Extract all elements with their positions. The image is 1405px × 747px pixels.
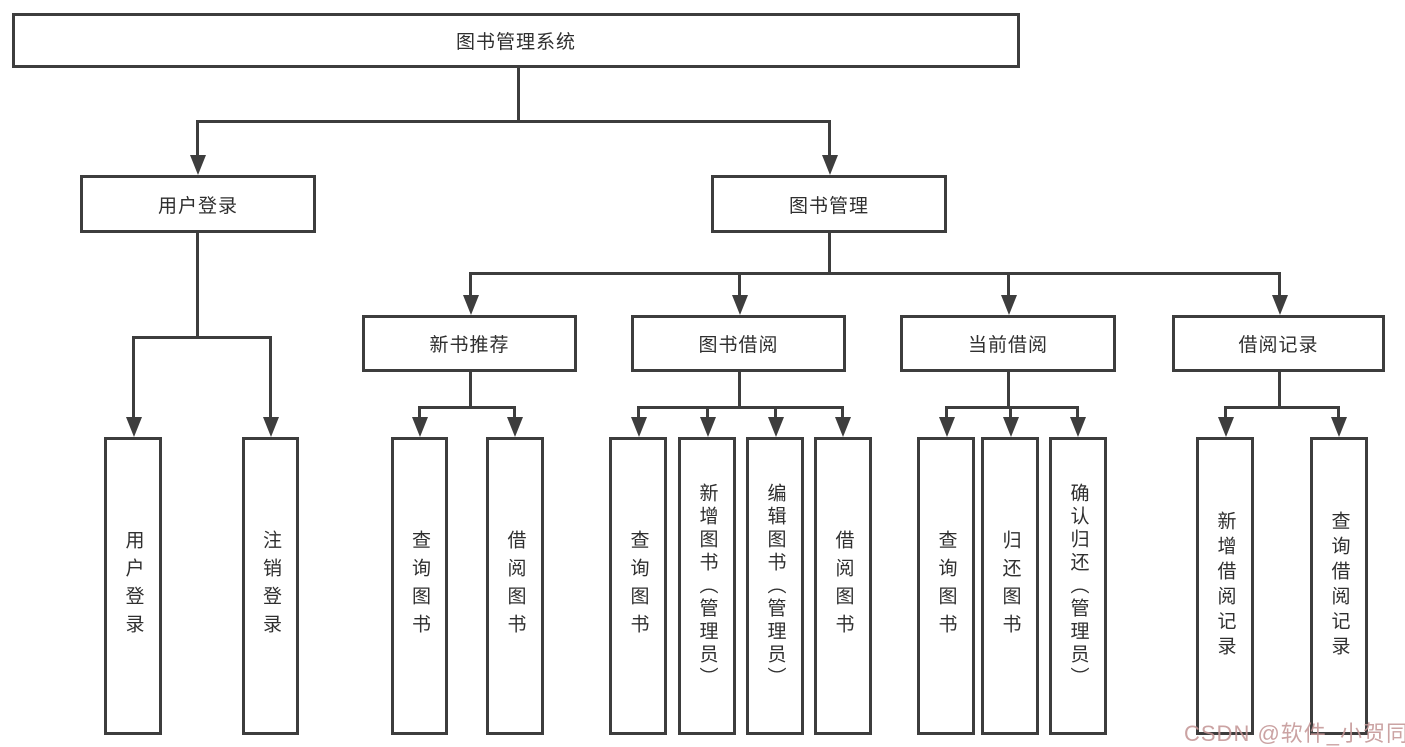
arrow-down-icon: [631, 417, 647, 437]
arrow-down-icon: [1003, 417, 1019, 437]
leaf-borrow-borrow-book: 借阅图书: [814, 437, 872, 735]
arrow-down-icon: [835, 417, 851, 437]
connector-vline: [828, 120, 831, 158]
connector-vline: [418, 406, 421, 420]
leaf-recommend-borrow-book: 借阅图书: [486, 437, 544, 735]
arrow-down-icon: [939, 417, 955, 437]
arrow-down-icon: [768, 417, 784, 437]
arrow-down-icon: [700, 417, 716, 437]
connector-hline: [469, 272, 1281, 275]
connector-hline: [196, 120, 830, 123]
connector-vline: [637, 406, 640, 420]
connector-vline: [196, 233, 199, 336]
connector-vline: [841, 406, 844, 420]
arrow-down-icon: [1331, 417, 1347, 437]
connector-vline: [738, 272, 741, 298]
node-current-borrow: 当前借阅: [900, 315, 1116, 372]
arrow-down-icon: [1070, 417, 1086, 437]
connector-vline: [196, 120, 199, 158]
connector-vline: [469, 372, 472, 406]
leaf-recommend-query-book: 查询图书: [391, 437, 448, 735]
leaf-current-confirm-return: 确认归还（管理员）: [1049, 437, 1107, 735]
leaf-logout: 注销登录: [242, 437, 299, 735]
connector-vline: [132, 336, 135, 419]
connector-vline: [269, 336, 272, 419]
connector-vline: [513, 406, 516, 420]
connector-hline: [1224, 406, 1339, 409]
connector-vline: [1278, 372, 1281, 406]
arrow-down-icon: [190, 155, 206, 175]
connector-vline: [738, 372, 741, 406]
connector-vline: [1007, 272, 1010, 298]
connector-vline: [1076, 406, 1079, 420]
arrow-down-icon: [1218, 417, 1234, 437]
connector-vline: [1278, 272, 1281, 298]
connector-vline: [517, 68, 520, 120]
leaf-user-login: 用户登录: [104, 437, 162, 735]
connector-vline: [1224, 406, 1227, 420]
connector-hline: [418, 406, 515, 409]
leaf-records-query-record: 查询借阅记录: [1310, 437, 1368, 735]
node-root: 图书管理系统: [12, 13, 1020, 68]
leaf-current-query-book: 查询图书: [917, 437, 975, 735]
connector-vline: [706, 406, 709, 420]
connector-vline: [774, 406, 777, 420]
arrow-down-icon: [1272, 295, 1288, 315]
arrow-down-icon: [507, 417, 523, 437]
connector-hline: [945, 406, 1079, 409]
arrow-down-icon: [463, 295, 479, 315]
arrow-down-icon: [263, 417, 279, 437]
node-book-borrow: 图书借阅: [631, 315, 846, 372]
leaf-borrow-add-book: 新增图书（管理员）: [678, 437, 736, 735]
connector-vline: [469, 272, 472, 298]
leaf-records-add-record: 新增借阅记录: [1196, 437, 1254, 735]
node-book-management: 图书管理: [711, 175, 947, 233]
csdn-watermark: CSDN @软件_小贺同学: [1184, 721, 1405, 746]
connector-vline: [828, 233, 831, 272]
arrow-down-icon: [126, 417, 142, 437]
arrow-down-icon: [1001, 295, 1017, 315]
connector-hline: [637, 406, 843, 409]
connector-vline: [945, 406, 948, 420]
node-new-book-recommend: 新书推荐: [362, 315, 577, 372]
connector-vline: [1337, 406, 1340, 420]
connector-vline: [1009, 406, 1012, 420]
leaf-borrow-edit-book: 编辑图书（管理员）: [746, 437, 804, 735]
leaf-current-return-book: 归还图书: [981, 437, 1039, 735]
connector-hline: [132, 336, 271, 339]
node-borrow-records: 借阅记录: [1172, 315, 1385, 372]
arrow-down-icon: [732, 295, 748, 315]
node-user-login: 用户登录: [80, 175, 316, 233]
arrow-down-icon: [412, 417, 428, 437]
arrow-down-icon: [822, 155, 838, 175]
connector-vline: [1007, 372, 1010, 406]
leaf-borrow-query-book: 查询图书: [609, 437, 667, 735]
